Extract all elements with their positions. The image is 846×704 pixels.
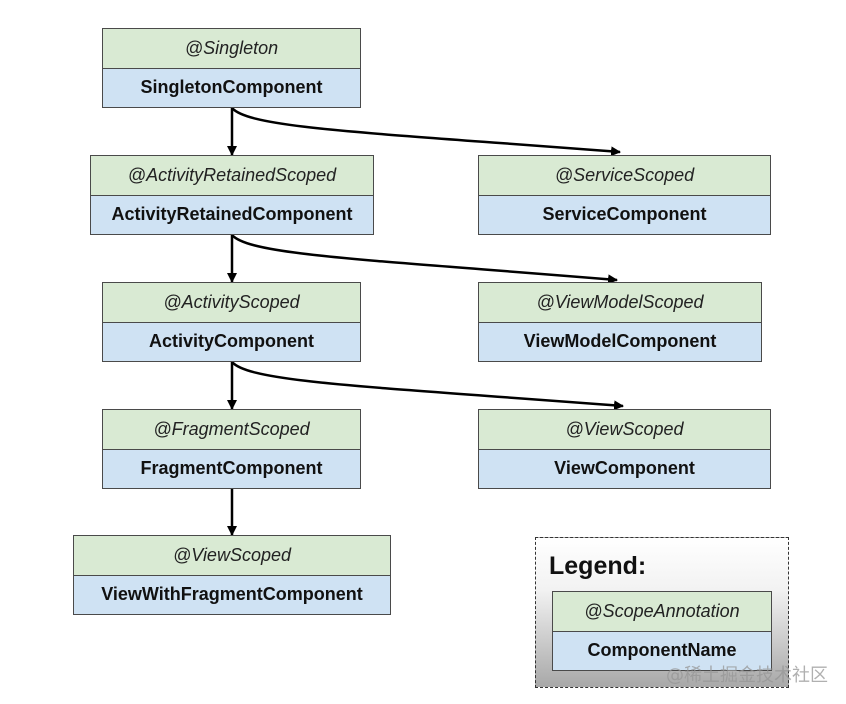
legend-box: Legend: @ScopeAnnotation ComponentName bbox=[535, 537, 789, 688]
node-component-label: SingletonComponent bbox=[103, 68, 360, 107]
edge-activity-to-view bbox=[231, 361, 624, 411]
node-view-with-fragment: @ViewScoped ViewWithFragmentComponent bbox=[73, 535, 391, 615]
node-service: @ServiceScoped ServiceComponent bbox=[478, 155, 771, 235]
node-activity: @ActivityScoped ActivityComponent bbox=[102, 282, 361, 362]
node-scope-label: @ViewScoped bbox=[74, 536, 390, 576]
node-component-label: ServiceComponent bbox=[479, 195, 770, 234]
node-scope-label: @ViewModelScoped bbox=[479, 283, 761, 323]
edge-singleton-to-service bbox=[231, 107, 621, 157]
legend-scope-label: @ScopeAnnotation bbox=[553, 592, 771, 632]
node-component-label: ActivityRetainedComponent bbox=[91, 195, 373, 234]
node-scope-label: @FragmentScoped bbox=[103, 410, 360, 450]
node-scope-label: @Singleton bbox=[103, 29, 360, 69]
watermark: @稀土掘金技术社区 bbox=[666, 665, 828, 686]
node-scope-label: @ViewScoped bbox=[479, 410, 770, 450]
node-component-label: ViewWithFragmentComponent bbox=[74, 575, 390, 614]
node-component-label: ActivityComponent bbox=[103, 322, 360, 361]
node-component-label: FragmentComponent bbox=[103, 449, 360, 488]
legend-component-label: ComponentName bbox=[553, 631, 771, 670]
edge-activity-retained-to-view-model bbox=[231, 234, 618, 285]
node-singleton: @Singleton SingletonComponent bbox=[102, 28, 361, 108]
node-scope-label: @ActivityScoped bbox=[103, 283, 360, 323]
legend-sample-node: @ScopeAnnotation ComponentName bbox=[552, 591, 772, 671]
node-view-model: @ViewModelScoped ViewModelComponent bbox=[478, 282, 762, 362]
node-scope-label: @ActivityRetainedScoped bbox=[91, 156, 373, 196]
node-fragment: @FragmentScoped FragmentComponent bbox=[102, 409, 361, 489]
legend-title: Legend: bbox=[549, 552, 647, 580]
node-view: @ViewScoped ViewComponent bbox=[478, 409, 771, 489]
node-scope-label: @ServiceScoped bbox=[479, 156, 770, 196]
node-component-label: ViewComponent bbox=[479, 449, 770, 488]
node-activity-retained: @ActivityRetainedScoped ActivityRetained… bbox=[90, 155, 374, 235]
node-component-label: ViewModelComponent bbox=[479, 322, 761, 361]
